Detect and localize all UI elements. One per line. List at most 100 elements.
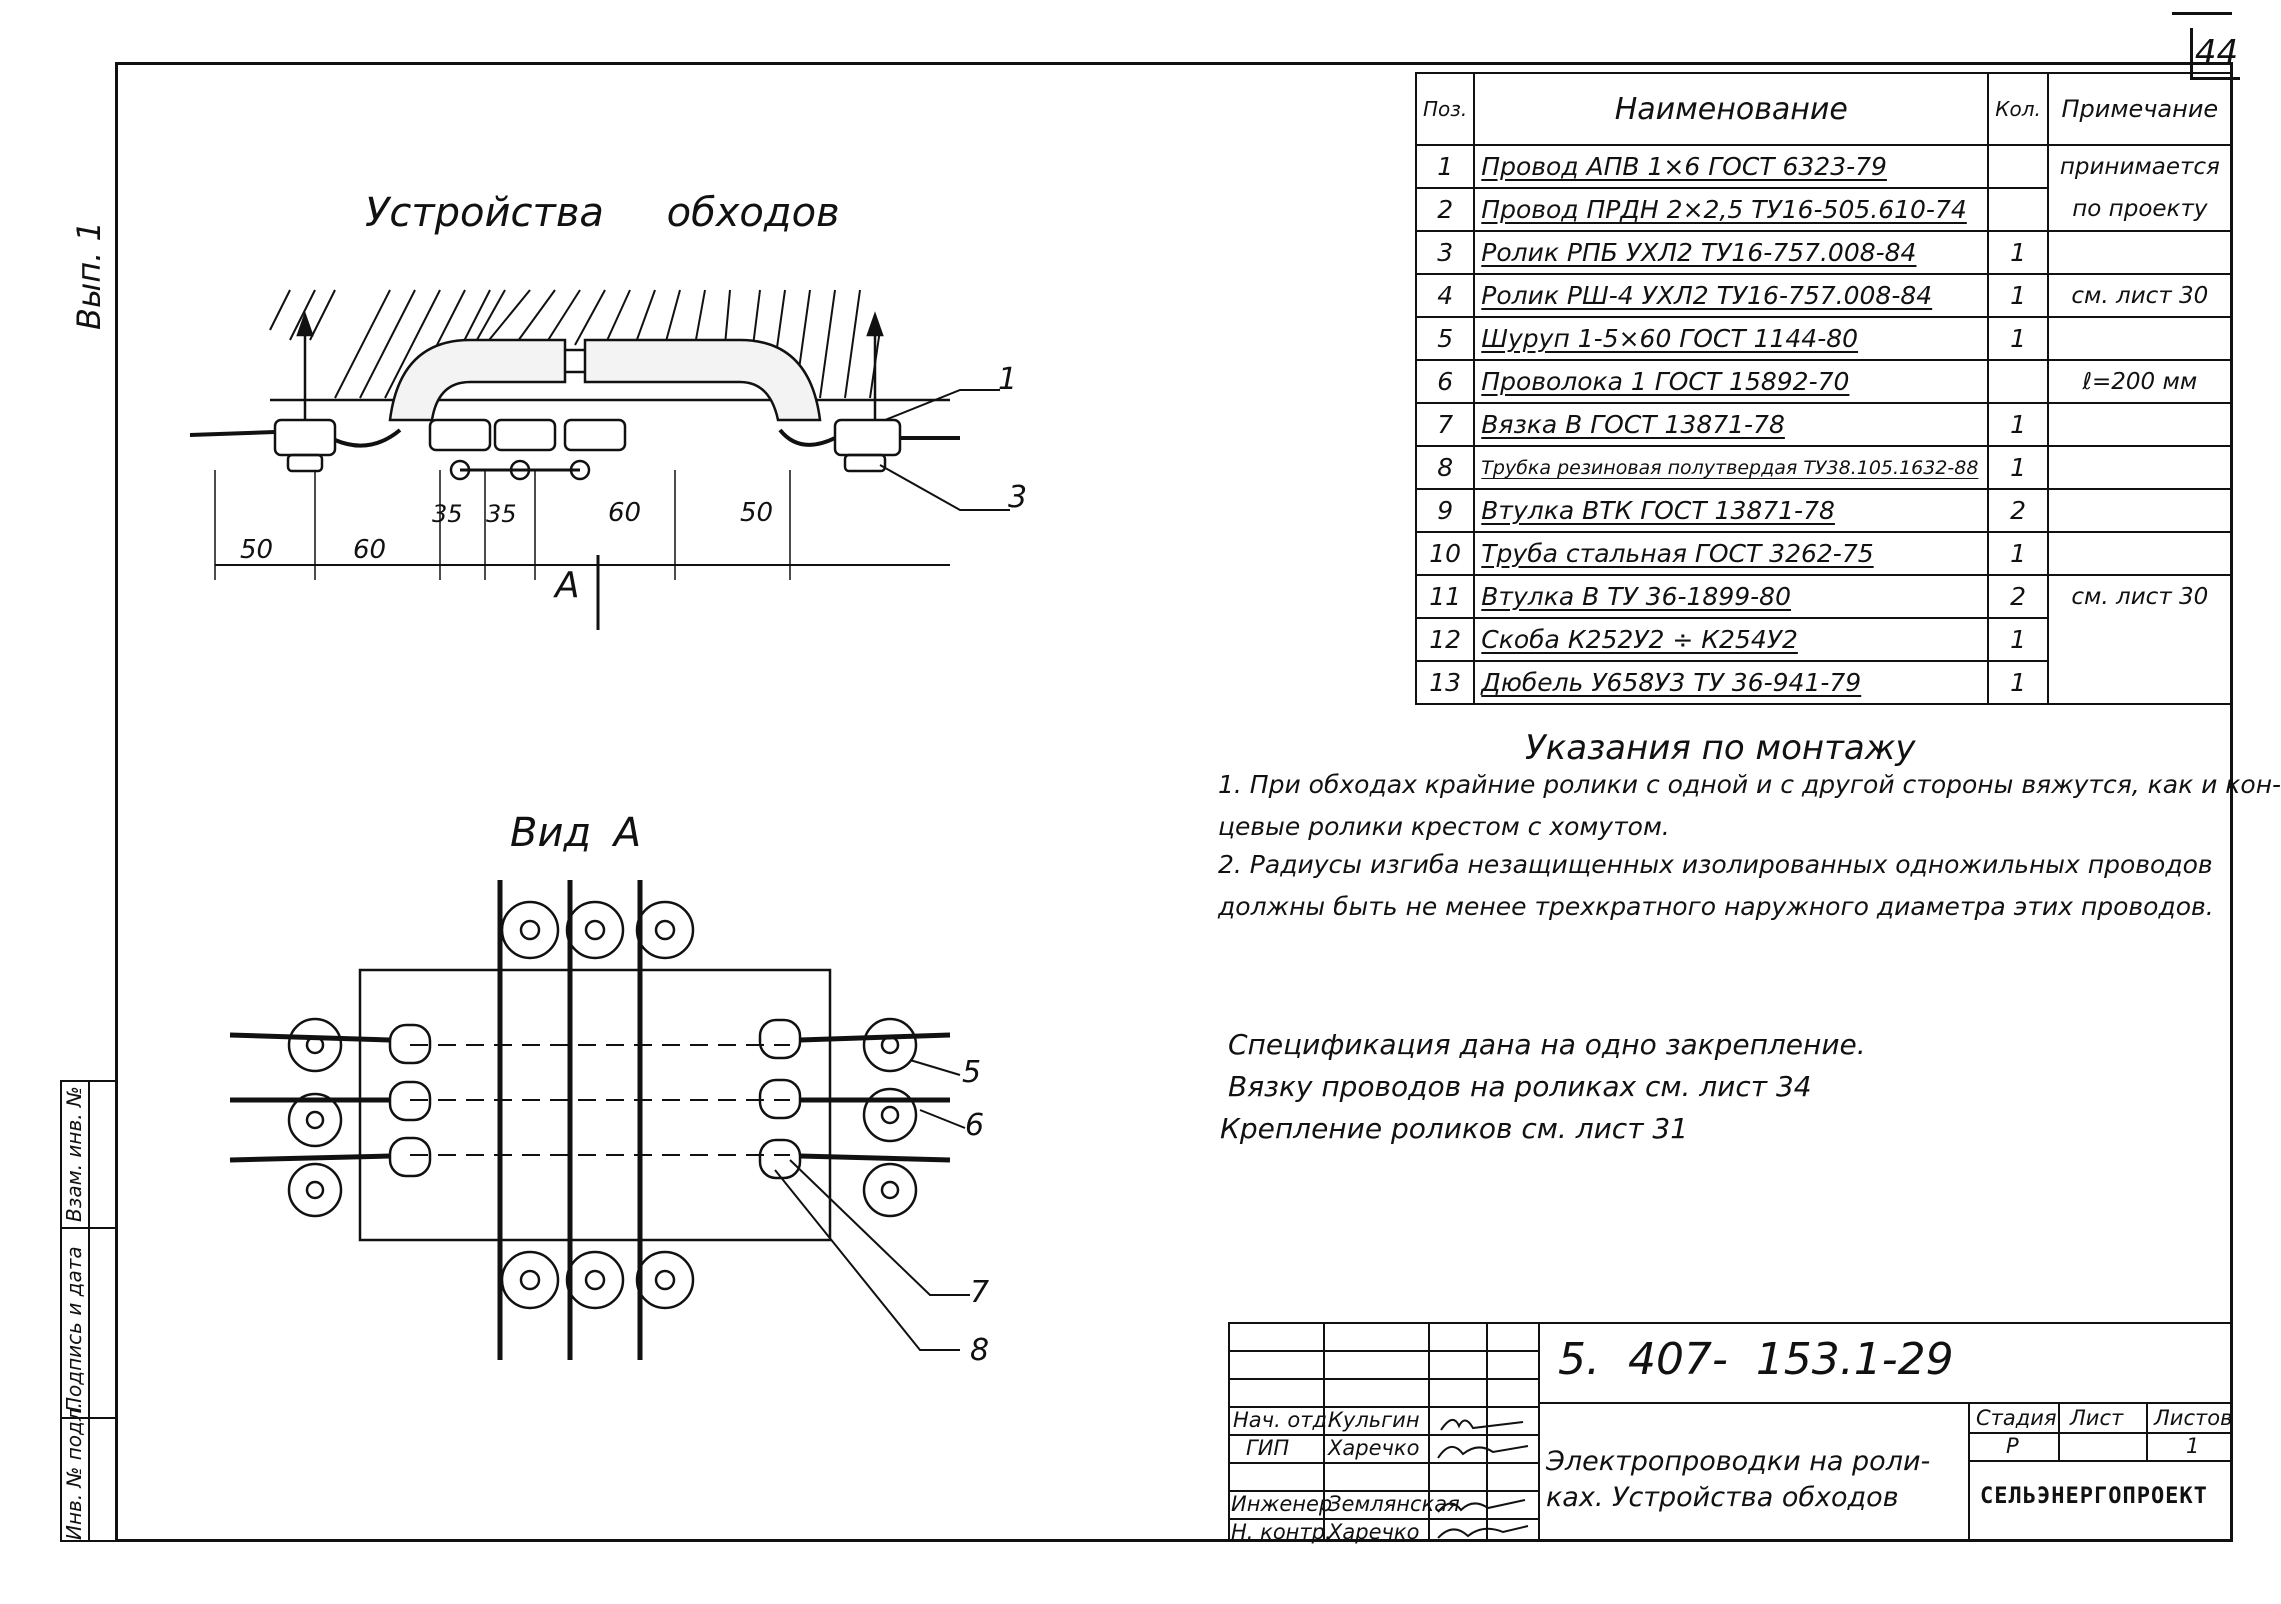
notes-title: Указания по монтажу [1525,728,1916,768]
cell-name: Дюбель У658У3 ТУ 36-941-79 [1473,660,1990,705]
cell-note [2046,445,2233,490]
note-line: 2. Радиусы изгиба незащищенных изолирова… [1218,850,2213,879]
callout-6: 6 [965,1108,985,1143]
cell-qty: 2 [1987,574,2049,619]
stage-label: Стадия [1976,1406,2057,1430]
sheets-label: Листов [2154,1406,2233,1430]
header-pos: Поз. [1414,72,1476,146]
person-name: Кульгин [1328,1408,1420,1432]
cell-pos: 13 [1414,660,1476,705]
view-title: Устройства обходов [365,190,840,236]
stage-value: Р [2006,1434,2019,1458]
callout-5: 5 [962,1055,982,1090]
cell-note [2046,230,2233,275]
cell-qty: 2 [1987,488,2049,533]
view-a-title: Вид А [510,810,642,856]
side-strip: Взам. инв. № Подпись и дата Инв. № подл. [60,1080,117,1542]
cell-name: Шуруп 1-5×60 ГОСТ 1144-80 [1473,316,1990,361]
cell-pos: 9 [1414,488,1476,533]
cell-name: Втулка В ТУ 36-1899-80 [1473,574,1990,619]
role-label: Инженер [1231,1492,1333,1516]
sheet-label: Лист [2070,1406,2124,1430]
side-strip-replaces: Взам. инв. № [62,1086,86,1222]
cell-pos: 12 [1414,617,1476,662]
role-label: Н. контр. [1231,1520,1332,1544]
document-title-line1: Электропроводки на роли- [1546,1446,1931,1477]
dimension-label: 60 [608,498,642,528]
cell-name: Провод АПВ 1×6 ГОСТ 6323-79 [1473,144,1990,189]
cell-pos: 11 [1414,574,1476,619]
cell-qty: 1 [1987,660,2049,705]
cell-name: Трубка резиновая полутвердая ТУ38.105.16… [1473,445,1990,490]
cell-qty: 1 [1987,531,2049,576]
cell-qty: 1 [1987,445,2049,490]
header-note: Примечание [2046,72,2233,146]
callout-1: 1 [998,362,1018,397]
extra-note: Спецификация дана на одно закрепление. [1228,1028,1866,1061]
person-name: Землянская [1328,1492,1460,1516]
section-label: A [555,565,580,606]
cell-note [2046,402,2233,447]
cell-pos: 2 [1414,187,1476,232]
cell-pos: 3 [1414,230,1476,275]
cell-note [2046,661,2233,705]
role-label: Нач. отд. [1233,1408,1334,1432]
person-name: Харечко [1328,1436,1420,1460]
callout-3: 3 [1008,480,1028,515]
cell-pos: 7 [1414,402,1476,447]
sheet-number-rule [2172,12,2232,15]
extra-note: Крепление роликов см. лист 31 [1220,1112,1689,1145]
cell-qty [1987,144,2049,189]
cell-name: Ролик РПБ УХЛ2 ТУ16-757.008-84 [1473,230,1990,275]
cell-note [2046,618,2233,661]
drawing-frame [115,62,2233,1542]
organization-name: СЕЛЬЭНЕРГОПРОЕКТ [1980,1484,2208,1509]
cell-name: Скоба К252У2 ÷ К254У2 [1473,617,1990,662]
cell-pos: 5 [1414,316,1476,361]
role-label: ГИП [1246,1436,1290,1460]
cell-note: по проекту [2046,188,2233,232]
cell-pos: 8 [1414,445,1476,490]
cell-note [2046,316,2233,361]
cell-name: Труба стальная ГОСТ 3262-75 [1473,531,1990,576]
cell-note: ℓ=200 мм [2046,359,2233,404]
cell-note [2046,488,2233,533]
signatures [1437,1419,1529,1539]
cell-qty: 1 [1987,273,2049,318]
cell-name: Вязка В ГОСТ 13871-78 [1473,402,1990,447]
bypass-section-drawing [189,289,1010,630]
callout-8: 8 [970,1333,990,1368]
title-block: Нач. отд. Кульгин ГИП Харечко Инженер Зе… [1228,1322,2233,1544]
dimension-label: 35 [486,500,517,528]
side-strip-inventory: Инв. № подл. [62,1402,86,1540]
cell-qty [1987,187,2049,232]
sheets-value: 1 [2186,1434,2200,1458]
cell-name: Втулка ВТК ГОСТ 13871-78 [1473,488,1990,533]
issue-label: Вып. 1 [70,221,108,330]
cell-qty: 1 [1987,617,2049,662]
cell-pos: 10 [1414,531,1476,576]
header-qty: Кол. [1987,72,2049,146]
cell-name: Проволока 1 ГОСТ 15892-70 [1473,359,1990,404]
extra-note: Вязку проводов на роликах см. лист 34 [1228,1070,1812,1103]
note-line: должны быть не менее трехкратного наружн… [1218,892,2214,921]
person-name: Харечко [1328,1520,1420,1544]
header-name: Наименование [1473,72,1990,146]
note-line: цевые ролики крестом с хомутом. [1218,812,1670,841]
dimension-label: 50 [240,535,274,565]
cell-qty: 1 [1987,230,2049,275]
cell-note: см. лист 30 [2046,273,2233,318]
dimension-label: 50 [740,498,774,528]
